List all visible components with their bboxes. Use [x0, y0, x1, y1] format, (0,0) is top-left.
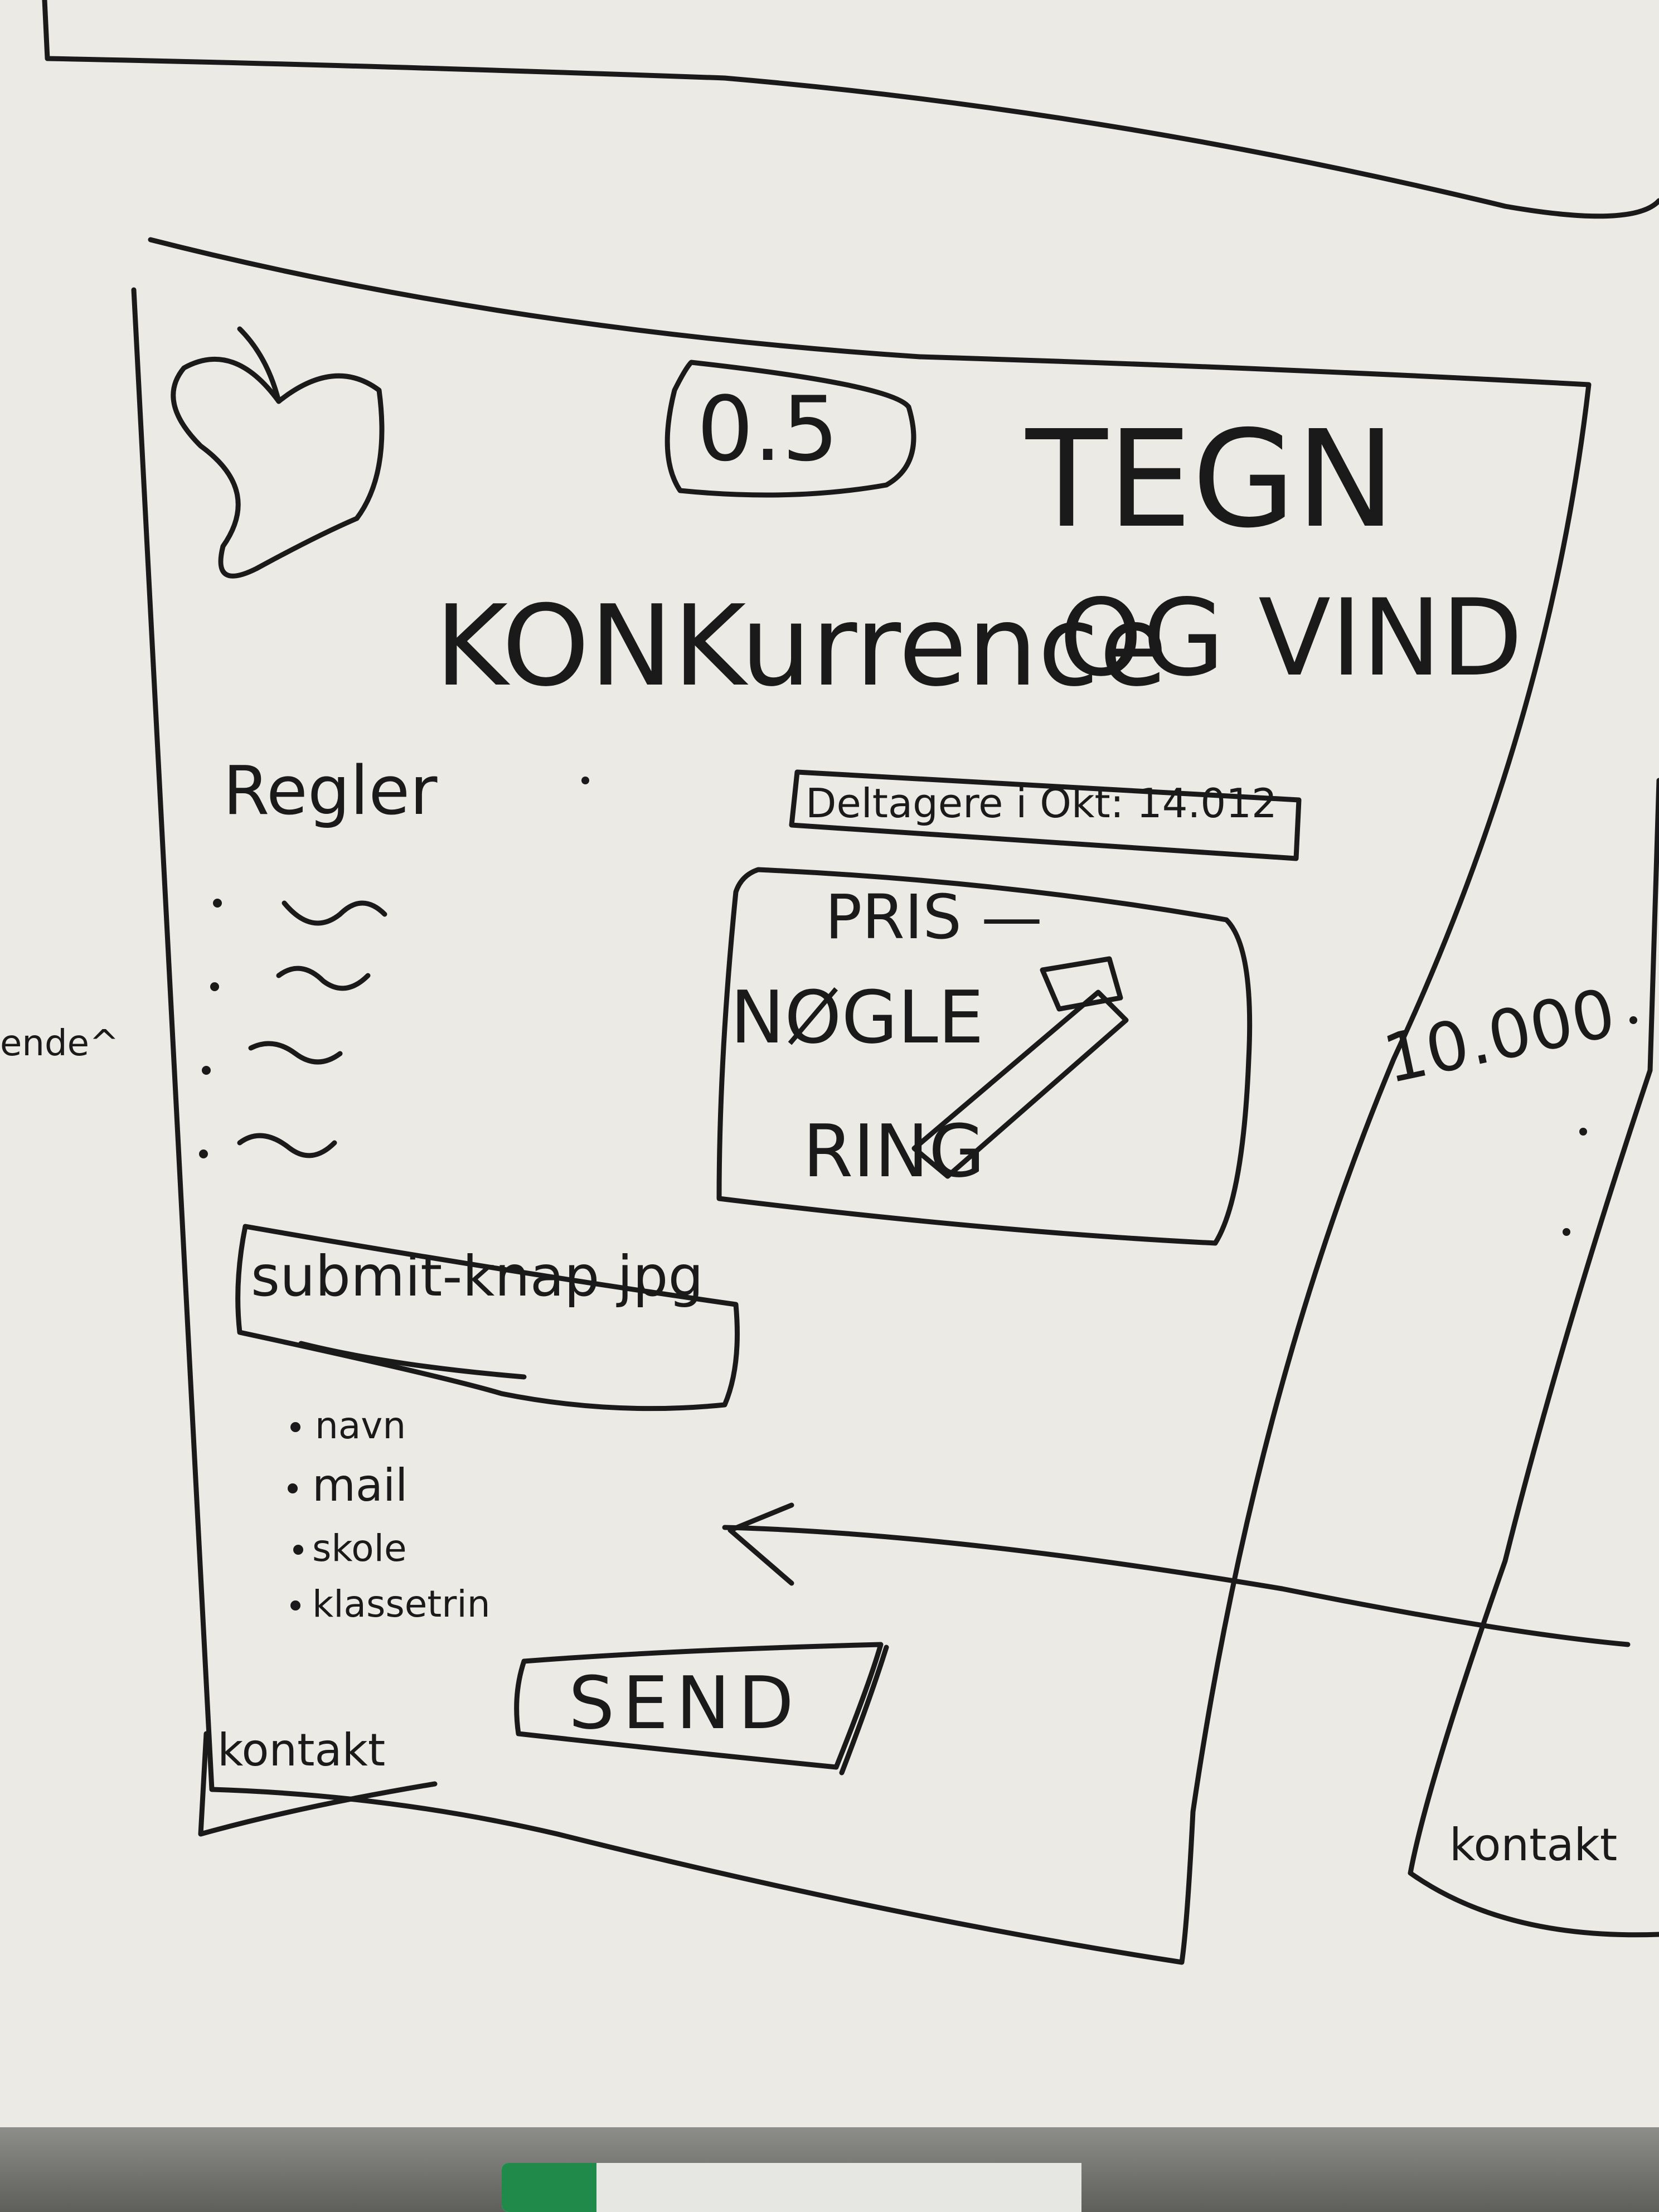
participants-counter: Deltagere i Okt: 14.012 [806, 780, 1277, 827]
badge-text: 0.5 [697, 377, 839, 481]
form-field-school: skole [312, 1527, 407, 1570]
left-margin-text: ende^ [0, 1023, 119, 1064]
form-field-mail: mail [312, 1459, 408, 1511]
prize-line1: NØGLE [730, 975, 984, 1060]
prize-label: PRIS — [825, 881, 1042, 953]
marker-cap[interactable] [502, 2163, 596, 2212]
subtitle: KONKurrence [435, 581, 1168, 711]
footer-contact-link[interactable]: kontakt [217, 1724, 386, 1776]
right-footer-contact-link[interactable]: kontakt [1449, 1819, 1618, 1871]
title-line2: OG VIND [1059, 576, 1523, 700]
form-field-grade: klassetrin [312, 1583, 491, 1626]
marker-body[interactable] [502, 2163, 1081, 2212]
title-line1: TEGN [1026, 401, 1396, 557]
rules-heading: Regler [223, 753, 438, 830]
form-field-name: navn [315, 1404, 406, 1447]
prize-line2: RING [803, 1109, 985, 1194]
submit-button[interactable]: submit-knap jpg [251, 1244, 704, 1309]
send-button[interactable]: SEND [569, 1661, 802, 1745]
